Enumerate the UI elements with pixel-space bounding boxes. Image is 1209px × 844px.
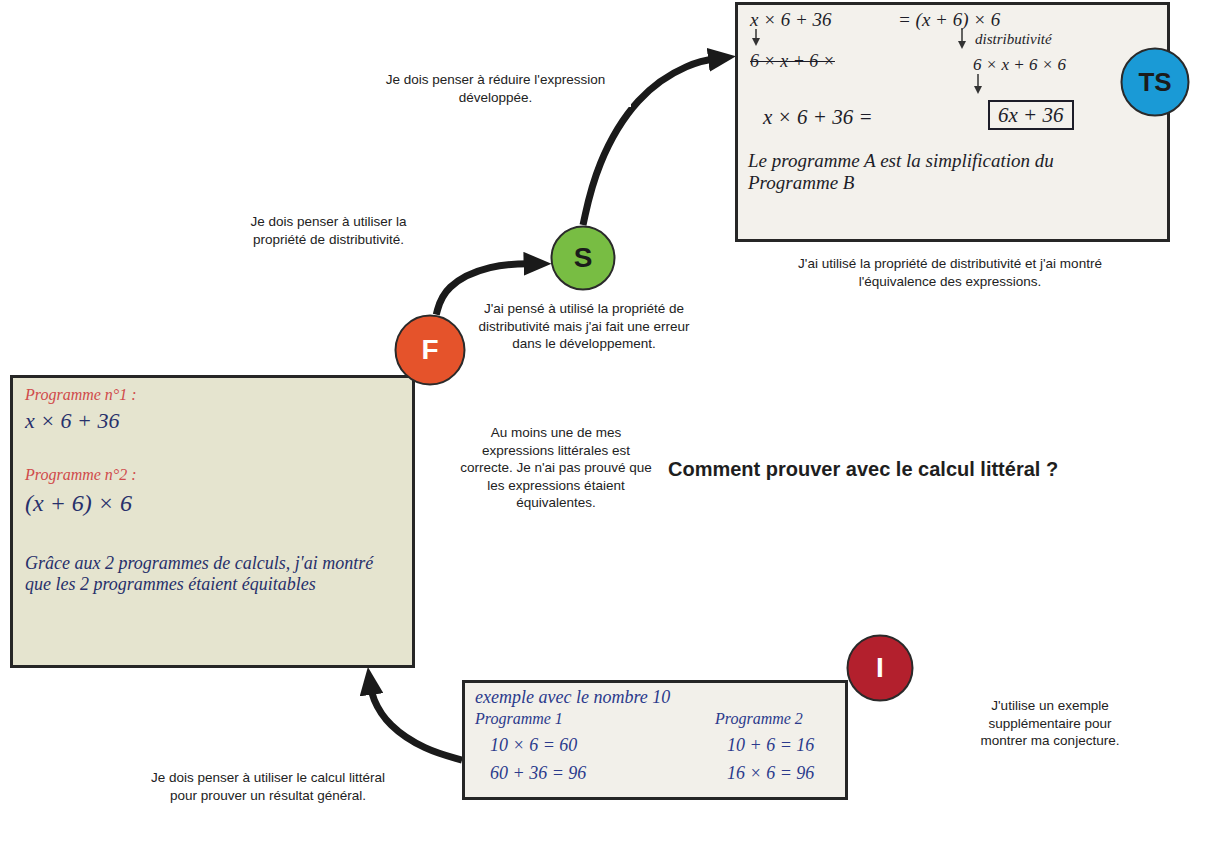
handwritten-text: 16 × 6 = 96 bbox=[727, 763, 814, 784]
handwritten-text: Programme 2 bbox=[715, 710, 803, 728]
handwritten-text: 6x + 36 bbox=[988, 100, 1074, 130]
handwritten-arrow bbox=[977, 74, 979, 90]
handwritten-text: 60 + 36 = 96 bbox=[490, 763, 586, 784]
level-circle: TS bbox=[1120, 47, 1190, 117]
handwritten-arrow bbox=[755, 29, 757, 42]
handwritten-text: Le programme A est la simplification du … bbox=[748, 150, 1148, 194]
handwritten-text: Programme 1 bbox=[475, 710, 563, 728]
level-circle: F bbox=[394, 314, 466, 386]
handwritten-text: exemple avec le nombre 10 bbox=[475, 687, 670, 708]
level-letter: S bbox=[550, 225, 616, 291]
level-circle: S bbox=[550, 225, 616, 291]
level-description: J'utilise un exemple supplémentaire pour… bbox=[966, 697, 1134, 750]
student-work-photo: x × 6 + 36 = (x + 6) × 6 6 × x + 6 × distri… bbox=[735, 2, 1170, 242]
handwritten-text: Programme n°1 : bbox=[25, 386, 137, 404]
handwritten-text: (x + 6) × 6 bbox=[25, 490, 132, 518]
arrow-hint: Je dois penser à utiliser le calcul litt… bbox=[140, 768, 396, 805]
handwritten-text: x × 6 + 36 bbox=[750, 9, 832, 31]
photo-paper bbox=[10, 375, 415, 668]
handwritten-text: 10 × 6 = 60 bbox=[490, 735, 577, 756]
level-circle: I bbox=[846, 634, 914, 702]
arrow-hint: Je dois penser à réduire l'expression dé… bbox=[360, 70, 631, 107]
level-description: J'ai utilisé la propriété de distributiv… bbox=[785, 255, 1115, 290]
handwritten-text: 10 + 6 = 16 bbox=[727, 735, 814, 756]
student-work-photo: Programme n°1 : x × 6 + 36 Programme n°2 :… bbox=[10, 375, 415, 668]
photo-paper bbox=[735, 2, 1170, 242]
handwritten-text: = (x + 6) × 6 bbox=[898, 9, 1000, 31]
level-description: J'ai pensé à utilisé la propriété de dis… bbox=[466, 300, 702, 353]
photo-paper bbox=[462, 680, 848, 800]
handwritten-text: distributivité bbox=[975, 31, 1052, 48]
handwritten-text: x × 6 + 36 = bbox=[763, 105, 873, 129]
handwritten-text: 6 × x + 6 × 6 bbox=[973, 55, 1066, 75]
level-letter: I bbox=[846, 634, 914, 702]
handwritten-text: 6 × x + 6 × bbox=[750, 51, 835, 72]
student-work-photo: exemple avec le nombre 10 Programme 1 10 ×… bbox=[462, 680, 848, 800]
level-letter: F bbox=[394, 314, 466, 386]
progress-arrow bbox=[370, 682, 462, 760]
level-description: Au moins une de mes expressions littéral… bbox=[460, 424, 652, 512]
handwritten-arrow bbox=[961, 28, 963, 45]
level-letter: TS bbox=[1120, 47, 1190, 117]
handwritten-text: x × 6 + 36 bbox=[25, 408, 119, 433]
diagram-title: Comment prouver avec le calcul littéral … bbox=[668, 458, 1058, 481]
handwritten-text: Grâce aux 2 programmes de calculs, j'ai … bbox=[25, 553, 400, 594]
handwritten-text: Programme n°2 : bbox=[25, 466, 137, 484]
arrow-hint: Je dois penser à utiliser la propriété d… bbox=[238, 212, 419, 249]
